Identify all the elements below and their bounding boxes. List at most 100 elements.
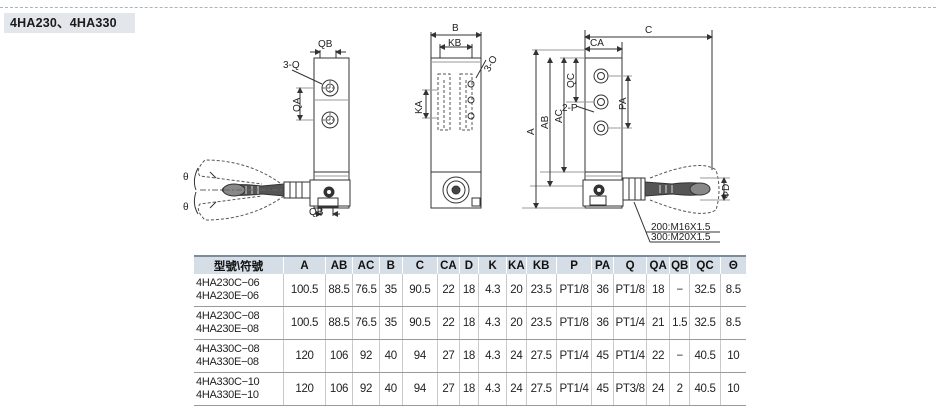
column-header: PA xyxy=(591,255,614,274)
label-ka: KA xyxy=(414,100,425,114)
label-ca: CA xyxy=(590,38,604,49)
value-cell: 94 xyxy=(401,372,438,406)
value-cell: − xyxy=(668,339,690,373)
label-thread-200: 200:M16X1.5 xyxy=(651,222,711,233)
value-cell: 4.3 xyxy=(478,372,507,406)
column-header: QC xyxy=(689,255,721,274)
value-cell: PT3/8 xyxy=(612,372,647,406)
column-header: KA xyxy=(506,255,527,274)
column-header: Q xyxy=(612,255,647,274)
value-cell: 10 xyxy=(719,339,746,373)
label-qa: QA xyxy=(292,97,303,112)
label-theta-top: θ xyxy=(183,172,189,183)
column-header: AC xyxy=(351,255,380,274)
value-cell: 2 xyxy=(668,372,690,406)
value-cell: 24 xyxy=(506,372,527,406)
value-cell: 36 xyxy=(591,274,614,307)
value-cell: PT1/8 xyxy=(555,306,592,340)
value-cell: 40 xyxy=(378,372,403,406)
value-cell: PT1/4 xyxy=(612,339,647,373)
value-cell: 18 xyxy=(458,306,479,340)
value-cell: 106 xyxy=(325,339,353,373)
model-number: 4HA330C−10 xyxy=(196,376,260,388)
column-header: Θ xyxy=(719,255,746,274)
valve-body-rear xyxy=(584,57,623,209)
value-cell: 32.5 xyxy=(689,306,721,340)
value-cell: 92 xyxy=(351,372,380,406)
dimension-labels: QB 3-Q QA θ θ QB B KB 3-O KA C CA QC 2-P… xyxy=(183,23,732,243)
label-theta-bottom: θ xyxy=(183,202,189,213)
value-cell: 100.5 xyxy=(282,274,326,307)
value-cell: 23.5 xyxy=(525,306,557,340)
value-cell: 18 xyxy=(458,372,479,406)
value-cell: 4.3 xyxy=(478,274,507,307)
value-cell: 35 xyxy=(378,306,403,340)
rear-view xyxy=(522,30,730,243)
column-header: CA xyxy=(437,255,460,274)
valve-body-front xyxy=(430,57,482,209)
value-cell: 21 xyxy=(646,306,670,340)
value-cell: 27.5 xyxy=(525,372,557,406)
value-cell: 1.5 xyxy=(668,306,690,340)
lever-handle-rear xyxy=(622,177,711,201)
value-cell: 40.5 xyxy=(689,339,721,373)
label-2p: 2-P xyxy=(562,103,578,114)
value-cell: 92 xyxy=(351,339,380,373)
value-cell: 22 xyxy=(437,306,460,340)
model-number: 4HA330E−10 xyxy=(196,389,259,401)
valve-body-side xyxy=(313,57,350,209)
column-header: P xyxy=(555,255,592,274)
value-cell: 4.3 xyxy=(478,306,507,340)
value-cell: 106 xyxy=(325,372,353,406)
label-ab: AB xyxy=(540,115,551,129)
value-cell: 20 xyxy=(506,306,527,340)
value-cell: 100.5 xyxy=(282,306,326,340)
model-number: 4HA330C−08 xyxy=(196,343,260,355)
value-cell: − xyxy=(668,274,690,307)
model-number: 4HA230C−08 xyxy=(196,310,260,322)
value-cell: 4.3 xyxy=(478,339,507,373)
label-a: A xyxy=(526,128,537,135)
label-c: C xyxy=(645,25,652,36)
value-cell: PT1/4 xyxy=(612,306,647,340)
value-cell: 10 xyxy=(719,372,746,406)
value-cell: 32.5 xyxy=(689,274,721,307)
value-cell: 40.5 xyxy=(689,372,721,406)
section-title: 4HA230、4HA330 xyxy=(4,13,135,33)
model-number: 4HA330E−08 xyxy=(196,356,259,368)
value-cell: 8.5 xyxy=(719,274,746,307)
value-cell: 18 xyxy=(458,274,479,307)
value-cell: 36 xyxy=(591,306,614,340)
value-cell: 8.5 xyxy=(719,306,746,340)
column-header: AB xyxy=(325,255,353,274)
top-dashed-rule xyxy=(0,7,936,8)
label-ac: AC xyxy=(554,109,565,123)
value-cell: 76.5 xyxy=(351,306,380,340)
value-cell: 90.5 xyxy=(401,306,438,340)
value-cell: 40 xyxy=(378,339,403,373)
model-number: 4HA230E−08 xyxy=(196,323,259,335)
column-header: A xyxy=(282,255,326,274)
value-cell: 24 xyxy=(506,339,527,373)
label-pa: PA xyxy=(618,97,629,110)
value-cell: PT1/4 xyxy=(555,339,592,373)
column-header: 型號\符號 xyxy=(194,255,284,274)
column-header: K xyxy=(478,255,507,274)
value-cell: PT1/4 xyxy=(555,372,592,406)
column-header: QB xyxy=(668,255,690,274)
label-qc: QC xyxy=(566,73,577,88)
model-number: 4HA230E−06 xyxy=(196,290,259,302)
label-qb-bottom: QB xyxy=(309,207,324,218)
value-cell: 22 xyxy=(437,274,460,307)
column-header: D xyxy=(458,255,479,274)
